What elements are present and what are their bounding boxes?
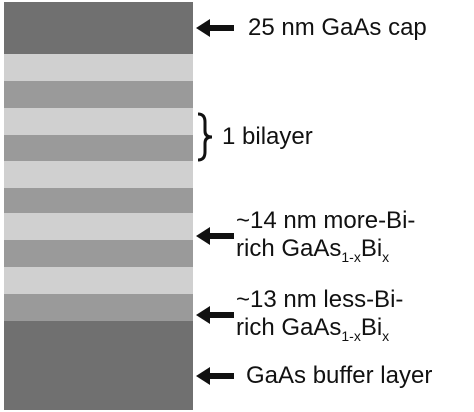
left-arrow-icon: [196, 367, 234, 385]
buffer-annotation: GaAs buffer layer: [196, 362, 432, 390]
cap-annotation: 25 nm GaAs cap: [196, 14, 427, 42]
layer-less-bi: [4, 161, 193, 188]
left-arrow-icon: [196, 227, 234, 245]
layer-more-bi: [4, 188, 193, 213]
layer-stack: [4, 2, 193, 410]
less-bi-label-line2: rich GaAs1-xBix: [236, 314, 390, 344]
less-bi-label-line1: ~13 nm less-Bi-: [236, 286, 404, 313]
more-bi-label-line2: rich GaAs1-xBix: [236, 235, 390, 265]
left-arrow-icon: [196, 19, 234, 37]
more-bi-label-line1: ~14 nm more-Bi-: [236, 207, 416, 234]
less-bi-annotation: ~13 nm less-Bi- rich GaAs1-xBix: [196, 286, 403, 344]
layer-more-bi: [4, 135, 193, 161]
more-bi-annotation: ~14 nm more-Bi- rich GaAs1-xBix: [196, 207, 415, 265]
layer-buffer: [4, 321, 193, 410]
layer-less-bi: [4, 267, 193, 294]
layer-less-bi: [4, 54, 193, 81]
layer-less-bi: [4, 213, 193, 240]
buffer-label: GaAs buffer layer: [246, 362, 433, 389]
bilayer-label: 1 bilayer: [222, 123, 313, 150]
layer-more-bi: [4, 240, 193, 267]
layer-more-bi: [4, 81, 193, 108]
layer-more-bi: [4, 294, 193, 321]
bilayer-annotation: 1 bilayer: [196, 112, 313, 162]
curly-brace-icon: [197, 112, 213, 162]
layer-less-bi: [4, 108, 193, 135]
cap-label: 25 nm GaAs cap: [248, 14, 427, 41]
left-arrow-icon: [196, 306, 234, 324]
layer-cap: [4, 2, 193, 54]
